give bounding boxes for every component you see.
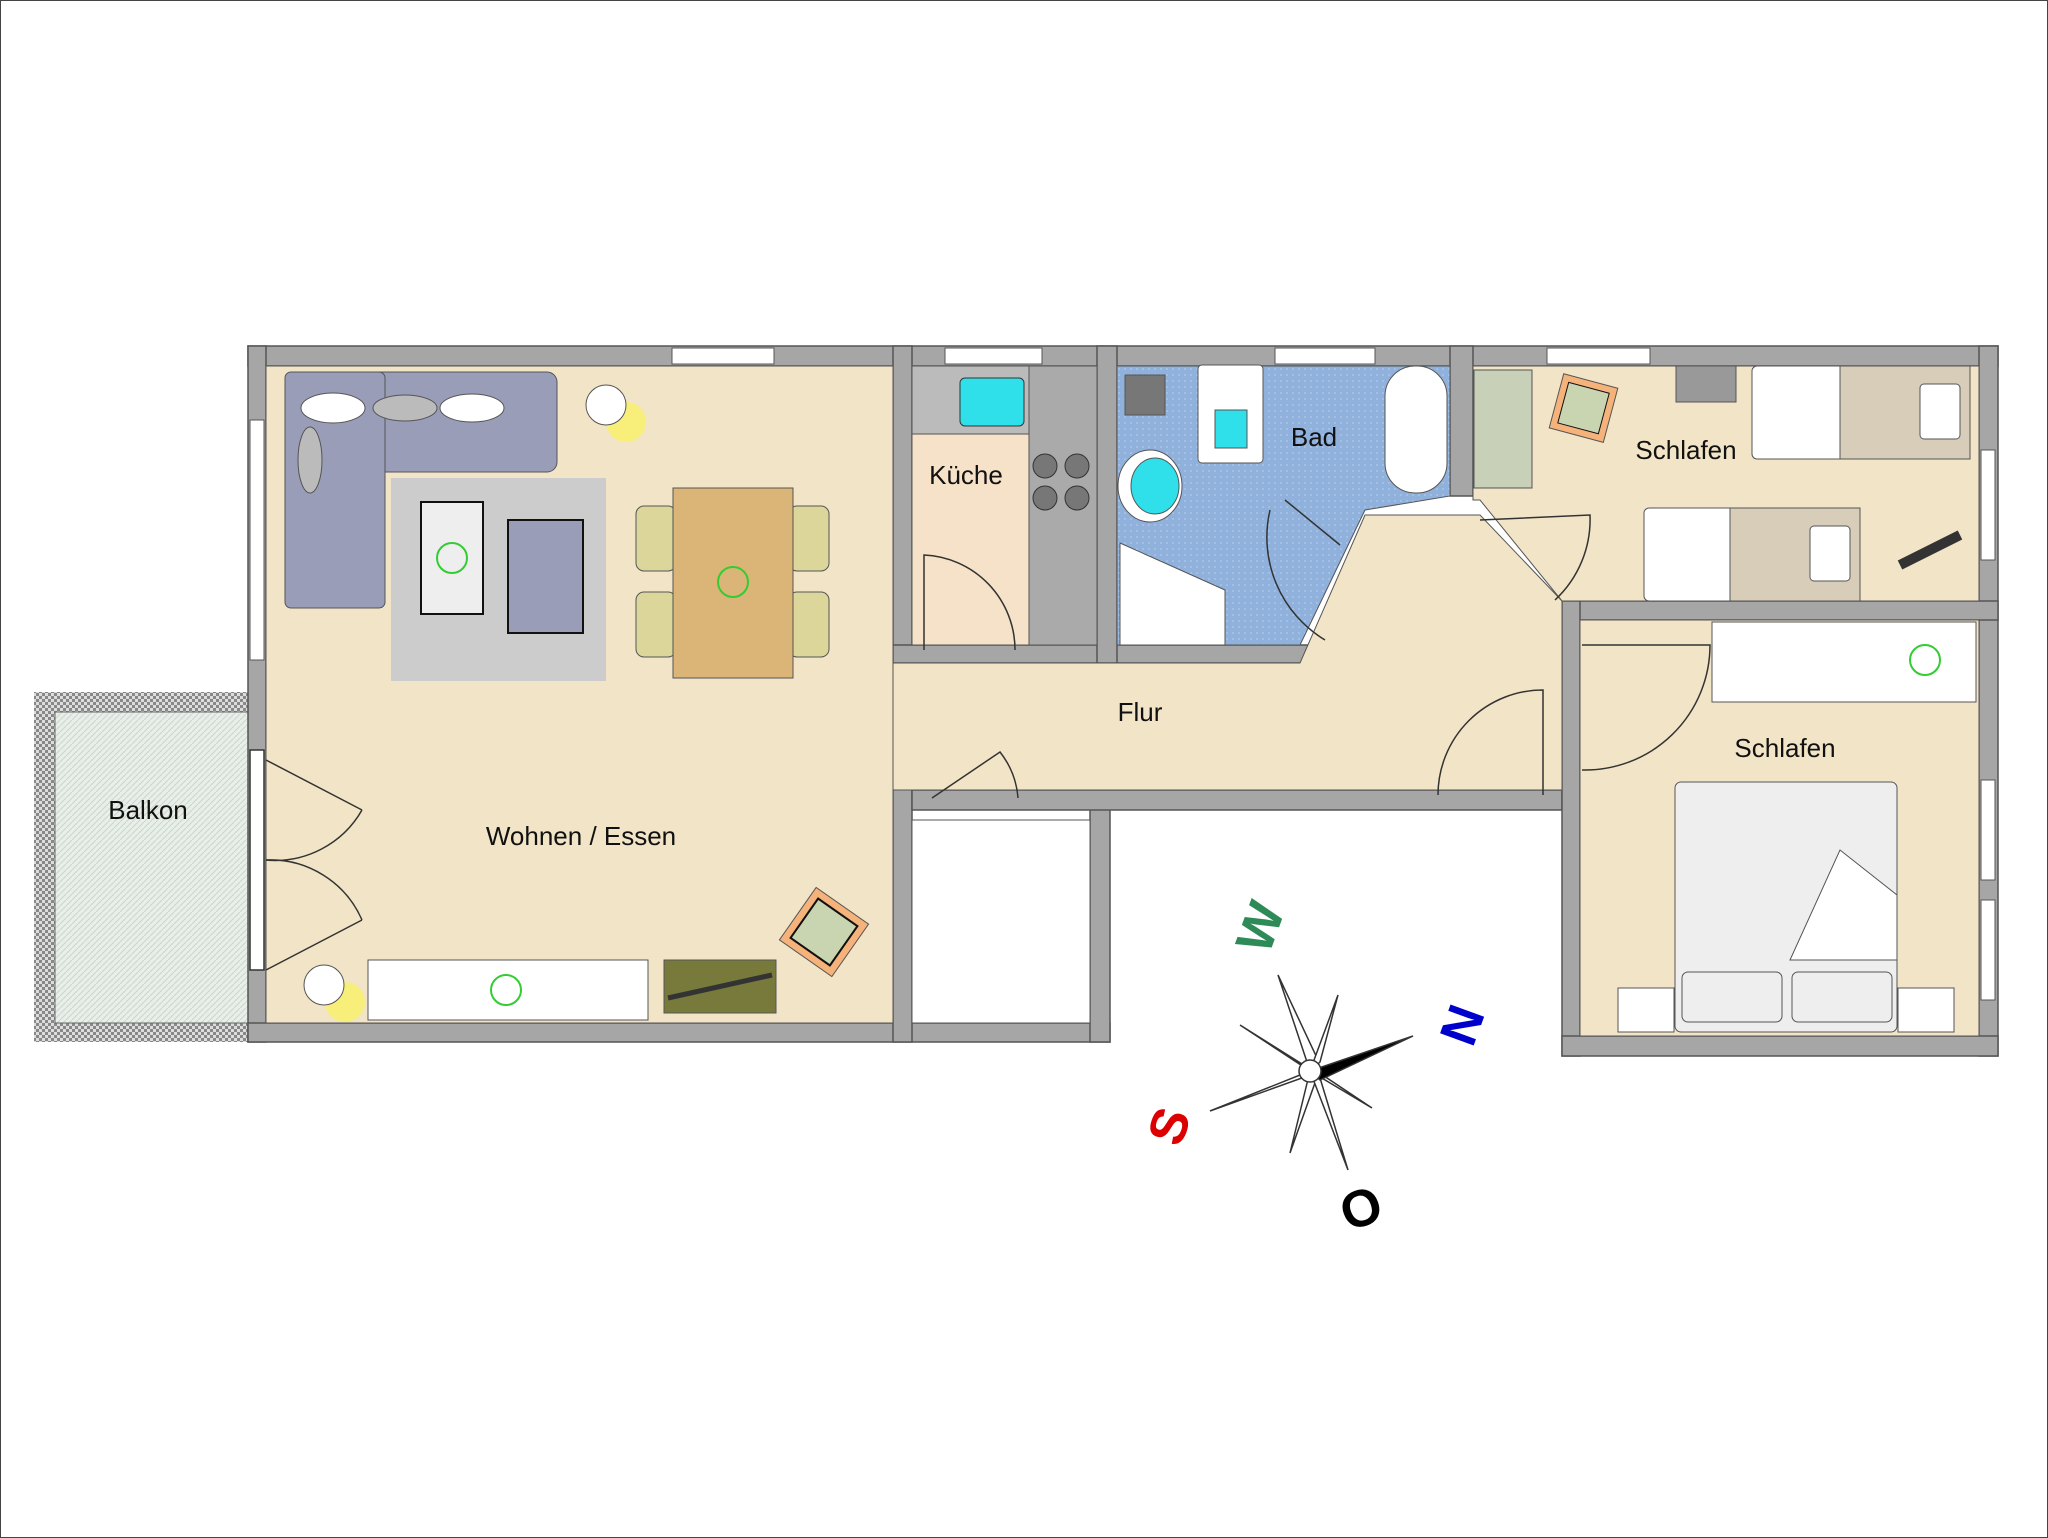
desk: [1473, 369, 1533, 489]
doors: [249, 499, 1711, 971]
nightstand: [1897, 987, 1955, 1033]
living-furniture: [284, 371, 870, 1022]
bedroom2-furniture: [1617, 621, 1977, 1033]
plant-icon: [717, 566, 749, 598]
stove-burner: [1064, 485, 1090, 511]
wardrobe: [1711, 621, 1977, 703]
plant-icon: [1909, 644, 1941, 676]
stove-burner: [1064, 453, 1090, 479]
chair: [635, 505, 677, 572]
ottoman: [507, 519, 584, 634]
storage-room: [911, 819, 1091, 1024]
sideboard: [367, 959, 649, 1021]
nightstand: [1617, 987, 1675, 1033]
stove-burner: [1032, 485, 1058, 511]
chair: [635, 591, 677, 658]
bathtub: [1384, 365, 1448, 494]
plant-icon: [490, 974, 522, 1006]
chair: [788, 591, 830, 658]
room-label-kitchen: Küche: [929, 460, 1003, 490]
windows: [249, 347, 1996, 1001]
room-label-living: Wohnen / Essen: [486, 821, 676, 851]
bedroom1-furniture: [1473, 365, 1971, 602]
room-label-bedroom1: Schlafen: [1635, 435, 1736, 465]
shower: [1119, 542, 1226, 646]
sink: [959, 377, 1025, 427]
room-label-bedroom2: Schlafen: [1734, 733, 1835, 763]
coffee-table: [420, 501, 484, 615]
balcony: [34, 692, 249, 1042]
kitchen-furniture: [959, 377, 1090, 511]
room-label-bath: Bad: [1291, 422, 1337, 452]
chair: [788, 505, 830, 572]
bath-furniture: [1117, 364, 1448, 646]
room-label-hall: Flur: [1118, 697, 1163, 727]
hall-floor: [892, 514, 1563, 791]
dining-table: [672, 487, 794, 679]
room-label-balcony: Balkon: [108, 795, 188, 825]
stove-burner: [1032, 453, 1058, 479]
compass-rose-icon: [1209, 974, 1414, 1171]
plant-icon: [436, 542, 468, 574]
